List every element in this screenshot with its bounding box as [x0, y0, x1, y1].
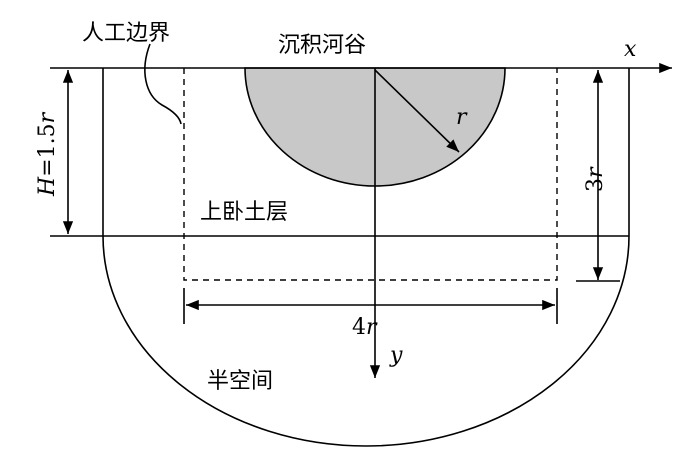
artificial-boundary-label: 人工边界 [82, 21, 170, 46]
valley-label: 沉积河谷 [278, 33, 366, 58]
overlying-layer-label: 上卧土层 [200, 200, 288, 225]
boundary-leader [144, 43, 182, 125]
height-label: H=1.5r [35, 111, 60, 197]
bottom-dimension-label: 4r [352, 315, 378, 340]
right-dimension-label: 3r [583, 166, 608, 192]
half-space-boundary [102, 235, 630, 447]
half-space-label: 半空间 [207, 369, 273, 394]
artificial-boundary-line [183, 68, 558, 281]
x-axis-label: x [624, 37, 637, 62]
radius-arrow [374, 69, 460, 153]
radius-label: r [456, 105, 468, 130]
y-axis-label: y [389, 343, 403, 368]
